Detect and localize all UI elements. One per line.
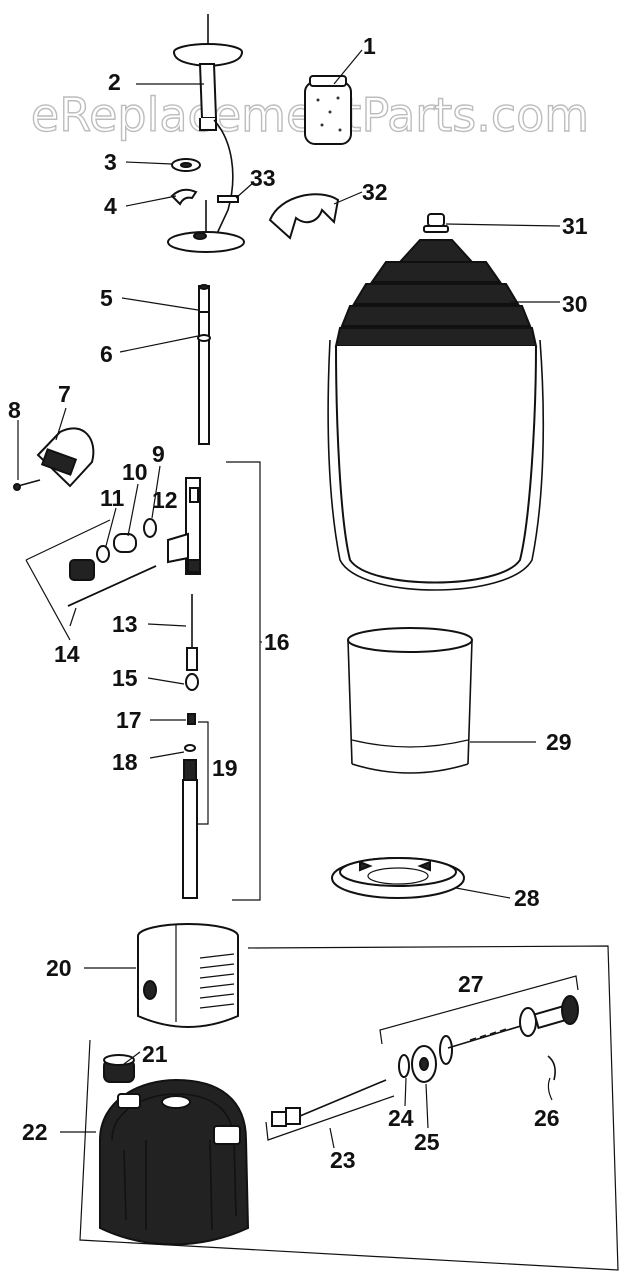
label-32: 32 (362, 179, 388, 205)
label-17: 17 (116, 707, 142, 733)
label-14: 14 (54, 641, 80, 667)
part-10b-nut[interactable] (69, 559, 95, 581)
part-12-valve-body[interactable] (167, 477, 201, 575)
bracket-19 (196, 721, 209, 825)
label-7: 7 (58, 381, 71, 407)
part-23-check-valve[interactable] (271, 1079, 387, 1127)
leader-lines (17, 49, 561, 1149)
part-20-collar[interactable] (137, 923, 239, 1028)
label-5: 5 (100, 285, 113, 311)
part-19-generator-tube[interactable] (182, 759, 198, 899)
label-25: 25 (414, 1129, 440, 1155)
part-8-screw[interactable] (13, 479, 41, 491)
part-31-bail-nut[interactable] (423, 213, 449, 233)
part-6-tube[interactable] (197, 311, 211, 445)
label-13: 13 (112, 611, 138, 637)
part-22-fount[interactable] (99, 1078, 250, 1246)
part-group-bracket-7 (25, 519, 111, 641)
label-23: 23 (330, 1147, 356, 1173)
part-7-valve-wheel[interactable] (36, 427, 95, 488)
part-24-washer[interactable] (398, 1054, 410, 1078)
label-33: 33 (250, 165, 276, 191)
part-13-cleaning-rod[interactable] (186, 594, 198, 671)
part-30-ventilator[interactable] (327, 239, 545, 591)
label-4: 4 (104, 193, 117, 219)
part-4-clip[interactable] (170, 188, 198, 206)
label-28: 28 (514, 885, 540, 911)
label-20: 20 (46, 955, 72, 981)
callout-labels: 1 2 3 4 5 6 7 8 9 10 11 12 13 14 15 16 1… (8, 33, 588, 1173)
part-33-ring[interactable] (217, 195, 239, 203)
label-10: 10 (122, 459, 148, 485)
label-11: 11 (100, 485, 125, 511)
label-1: 1 (363, 33, 376, 59)
part-27-pump-plunger[interactable] (439, 995, 579, 1065)
part-28-collar[interactable] (331, 857, 465, 899)
part-17-needle[interactable] (187, 713, 196, 725)
label-15: 15 (112, 665, 138, 691)
label-29: 29 (546, 729, 572, 755)
label-26: 26 (534, 1105, 560, 1131)
label-8: 8 (8, 397, 21, 423)
part-3-nut[interactable] (171, 158, 201, 172)
part-32-gallery[interactable] (268, 193, 340, 240)
label-19: 19 (212, 755, 238, 781)
bracket-22 (79, 945, 619, 1271)
part-14-eccentric[interactable] (67, 565, 157, 607)
label-24: 24 (388, 1105, 414, 1131)
part-21-filler-cap[interactable] (103, 1054, 135, 1083)
bracket-16 (226, 461, 261, 901)
label-12: 12 (152, 487, 178, 513)
part-9-washer[interactable] (143, 518, 157, 538)
part-5-tip[interactable] (198, 284, 210, 313)
part-11-o-ring[interactable] (96, 545, 110, 563)
bracket-23 (265, 1095, 395, 1141)
label-27: 27 (458, 971, 484, 997)
label-21: 21 (142, 1041, 168, 1067)
label-2: 2 (108, 69, 121, 95)
label-22: 22 (22, 1119, 48, 1145)
part-29-globe[interactable] (347, 627, 473, 774)
label-9: 9 (152, 441, 165, 467)
label-6: 6 (100, 341, 113, 367)
part-25-pump-cup[interactable] (411, 1045, 437, 1083)
label-31: 31 (562, 213, 588, 239)
part-2-burner-frame[interactable] (167, 14, 245, 253)
part-10-packing[interactable] (113, 533, 137, 553)
label-30: 30 (562, 291, 588, 317)
part-18-gasket[interactable] (184, 744, 196, 752)
label-16: 16 (264, 629, 290, 655)
bracket-27 (379, 975, 579, 1045)
label-18: 18 (112, 749, 138, 775)
part-1-generator[interactable] (304, 75, 352, 145)
part-26-clip[interactable] (547, 1055, 556, 1081)
part-15-spring[interactable] (185, 673, 199, 691)
label-3: 3 (104, 149, 117, 175)
